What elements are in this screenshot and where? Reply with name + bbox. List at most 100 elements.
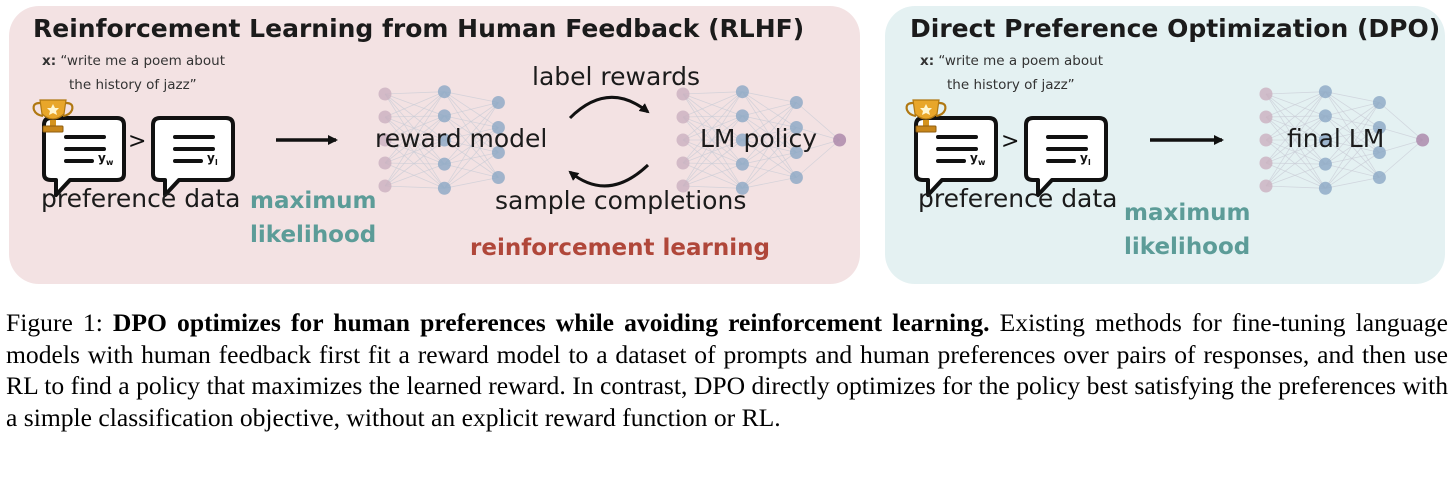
network-node — [378, 110, 392, 124]
network-edge — [1325, 91, 1380, 103]
network-node — [437, 133, 451, 147]
network-node — [676, 87, 690, 101]
network-edge — [1379, 102, 1423, 141]
network-node — [676, 133, 690, 147]
network-node — [833, 133, 847, 147]
network-edge — [384, 91, 445, 141]
network-node — [1318, 109, 1332, 123]
network-edge — [682, 91, 743, 95]
network-node — [491, 146, 505, 159]
network-node — [789, 121, 803, 134]
rlhf-title: Reinforcement Learning from Human Feedba… — [33, 14, 805, 43]
svg-text:w: w — [978, 158, 986, 167]
label-rewards-text: label rewards — [532, 62, 701, 91]
final-lm-network — [1259, 85, 1430, 195]
network-edge — [1265, 91, 1326, 164]
lm-policy-network — [676, 85, 847, 195]
network-edge — [742, 102, 797, 141]
network-edge — [1265, 163, 1326, 187]
network-node — [735, 133, 749, 147]
network-node — [491, 96, 505, 109]
rlhf-preference-data-label: preference data — [41, 184, 241, 213]
network-edge — [682, 91, 743, 164]
network-edge — [444, 91, 499, 103]
caption-bold: DPO optimizes for human preferences whil… — [112, 308, 990, 337]
network-node — [1372, 171, 1386, 184]
network-edge — [682, 91, 743, 118]
network-edge — [384, 93, 445, 165]
network-edge — [444, 115, 499, 153]
network-edge — [682, 163, 743, 187]
network-node — [378, 133, 392, 147]
reinforcement-learning-label: reinforcement learning — [470, 235, 770, 261]
network-edge — [796, 127, 840, 141]
caption-prefix: Figure 1: — [6, 308, 113, 337]
network-node — [1318, 133, 1332, 147]
svg-text:y: y — [207, 151, 215, 165]
network-edge — [1325, 115, 1380, 178]
network-edge — [384, 91, 445, 187]
network-edge — [444, 115, 499, 178]
network-node — [1259, 133, 1273, 147]
network-node — [735, 85, 749, 99]
network-edge — [1379, 139, 1423, 178]
network-edge — [742, 177, 797, 189]
dpo-maximum-likelihood-label: maximum likelihood — [1124, 200, 1251, 260]
network-edge — [384, 139, 445, 189]
network-edge — [682, 93, 743, 117]
network-edge — [1265, 91, 1326, 187]
network-edge — [1265, 116, 1326, 165]
network-node — [378, 156, 392, 170]
loser-response-icon: y l — [151, 116, 235, 197]
svg-text:l: l — [215, 158, 218, 167]
network-edge — [1265, 162, 1326, 165]
network-node — [491, 171, 505, 184]
network-edge — [682, 115, 743, 187]
network-edge — [682, 91, 743, 187]
reward-model-label: reward model — [375, 124, 548, 153]
network-edge — [1325, 139, 1380, 178]
preference-greater-than: > — [128, 129, 146, 154]
network-edge — [1325, 152, 1380, 189]
network-edge — [742, 91, 797, 103]
network-edge — [1379, 127, 1423, 141]
network-edge — [444, 91, 499, 128]
sample-completions-text: sample completions — [495, 186, 747, 215]
network-edge — [1265, 185, 1326, 189]
diagram-graphics: y w > y l y w > y l — [32, 85, 1430, 197]
network-edge — [742, 91, 797, 153]
network-edge — [1265, 93, 1326, 141]
network-edge — [1265, 91, 1326, 95]
network-edge — [384, 163, 445, 187]
network-edge — [384, 91, 445, 164]
network-node — [1318, 181, 1332, 195]
network-edge — [742, 102, 797, 189]
network-edge — [742, 152, 797, 189]
network-edge — [796, 102, 840, 141]
network-edge — [796, 139, 840, 153]
network-node — [1372, 96, 1386, 109]
network-node — [735, 109, 749, 123]
lm-policy-label: LM policy — [700, 124, 818, 153]
network-edge — [742, 115, 797, 178]
network-edge — [444, 102, 499, 189]
network-edge — [384, 115, 445, 118]
network-edge — [682, 116, 743, 165]
label-rewards-arrow — [568, 96, 650, 120]
network-edge — [444, 91, 499, 153]
svg-text:y: y — [98, 151, 106, 165]
network-edge — [742, 115, 797, 153]
network-edge — [1265, 162, 1326, 189]
network-node — [676, 110, 690, 124]
network-node — [437, 85, 451, 99]
network-edge — [384, 116, 445, 165]
network-edge — [1325, 102, 1380, 189]
network-edge — [1265, 93, 1326, 189]
network-edge — [742, 127, 797, 189]
network-node — [789, 171, 803, 184]
network-edge — [444, 152, 499, 189]
network-edge — [742, 139, 797, 178]
network-edge — [384, 185, 445, 189]
network-edge — [1265, 115, 1326, 187]
network-edge — [444, 177, 499, 189]
